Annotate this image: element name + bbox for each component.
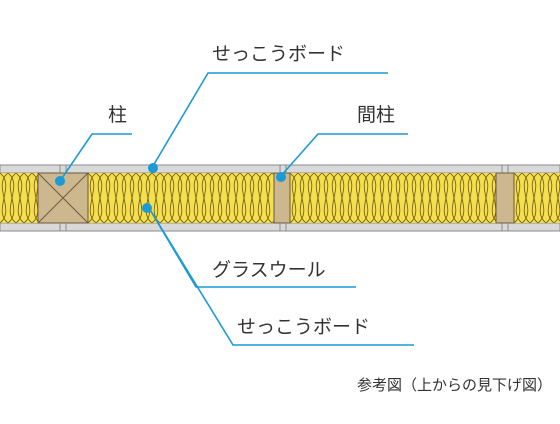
- wool-fiber: [95, 173, 105, 223]
- dot-pillar: [55, 176, 65, 186]
- wool-fiber: [465, 173, 475, 223]
- leader-stud: [279, 133, 408, 178]
- wool-fiber: [514, 173, 523, 223]
- leader-lines: [59, 72, 414, 346]
- wool-fiber: [135, 173, 145, 223]
- glass-wool-fibers: [514, 173, 560, 223]
- wool-fiber: [239, 173, 249, 223]
- label-pillar: 柱: [108, 104, 127, 126]
- wool-fiber: [369, 173, 379, 223]
- wool-fiber: [127, 173, 137, 223]
- wool-fiber: [457, 173, 467, 223]
- wool-fiber: [409, 173, 419, 223]
- label-glass-wool: グラスウール: [212, 259, 326, 281]
- wool-fiber: [15, 173, 25, 223]
- leader-gypsum-top: [152, 72, 388, 167]
- board-joint-marks: [59, 165, 509, 231]
- glass-wool-layer: [0, 173, 560, 223]
- wool-fiber: [337, 173, 347, 223]
- wool-fiber: [521, 173, 531, 223]
- label-gypsum-bottom: せっこうボード: [237, 316, 370, 338]
- wool-fiber: [199, 173, 209, 223]
- wool-fiber: [23, 173, 33, 223]
- wool-fiber: [143, 173, 153, 223]
- wool-fiber: [255, 173, 265, 223]
- wool-fiber: [247, 173, 257, 223]
- glass-wool-fibers: [290, 173, 496, 223]
- glass-wool-cavity: [514, 173, 560, 223]
- stud: [495, 172, 515, 224]
- wool-fiber: [433, 173, 443, 223]
- wool-fiber: [473, 173, 483, 223]
- leader-dots: [55, 163, 286, 213]
- wool-fiber: [215, 173, 225, 223]
- wool-fiber: [103, 173, 113, 223]
- wool-fiber: [159, 173, 169, 223]
- wool-fiber: [119, 173, 129, 223]
- caption: 参考図（上からの見下げ図）: [357, 376, 552, 394]
- wool-fiber: [111, 173, 121, 223]
- wool-fiber: [223, 173, 233, 223]
- wool-fiber: [361, 173, 371, 223]
- wool-fiber: [0, 173, 9, 223]
- wool-fiber: [353, 173, 363, 223]
- wool-fiber: [183, 173, 193, 223]
- wool-fiber: [31, 174, 38, 223]
- leader-pillar: [59, 133, 132, 182]
- wool-fiber: [393, 173, 403, 223]
- wool-fiber: [231, 173, 241, 223]
- wool-fiber: [263, 173, 273, 223]
- wool-fiber: [537, 173, 547, 223]
- wool-fiber: [553, 174, 560, 223]
- wool-fiber: [321, 173, 331, 223]
- wool-fiber: [297, 173, 307, 223]
- wool-fiber: [305, 173, 315, 223]
- glass-wool-fibers: [88, 173, 274, 223]
- label-gypsum-top: せっこうボード: [212, 43, 345, 65]
- wool-fiber: [417, 173, 427, 223]
- glass-wool-cavity: [290, 173, 496, 223]
- wool-fiber: [441, 173, 451, 223]
- wool-fiber: [345, 173, 355, 223]
- wool-fiber: [7, 173, 17, 223]
- wool-fiber: [489, 174, 496, 223]
- wool-fiber: [191, 173, 201, 223]
- wool-fiber: [449, 173, 459, 223]
- wool-fiber: [545, 173, 555, 223]
- wool-fiber: [425, 173, 435, 223]
- glass-wool-fibers: [0, 173, 38, 223]
- wool-fiber: [529, 173, 539, 223]
- pillar: [37, 172, 89, 224]
- label-stud: 間柱: [357, 104, 395, 126]
- wool-fiber: [175, 173, 185, 223]
- wool-fiber: [329, 173, 339, 223]
- dot-gypsum-top: [148, 163, 158, 173]
- wool-fiber: [481, 173, 491, 223]
- wool-fiber: [88, 173, 97, 223]
- dot-stud: [276, 172, 286, 182]
- wool-fiber: [401, 173, 411, 223]
- wool-fiber: [207, 173, 217, 223]
- wool-fiber: [377, 173, 387, 223]
- leader-gypsum-bottom: [148, 207, 414, 346]
- wool-fiber: [290, 173, 299, 223]
- wool-fiber: [385, 173, 395, 223]
- wool-fiber: [167, 173, 177, 223]
- dot-glass-wool: [142, 203, 152, 213]
- wool-fiber: [313, 173, 323, 223]
